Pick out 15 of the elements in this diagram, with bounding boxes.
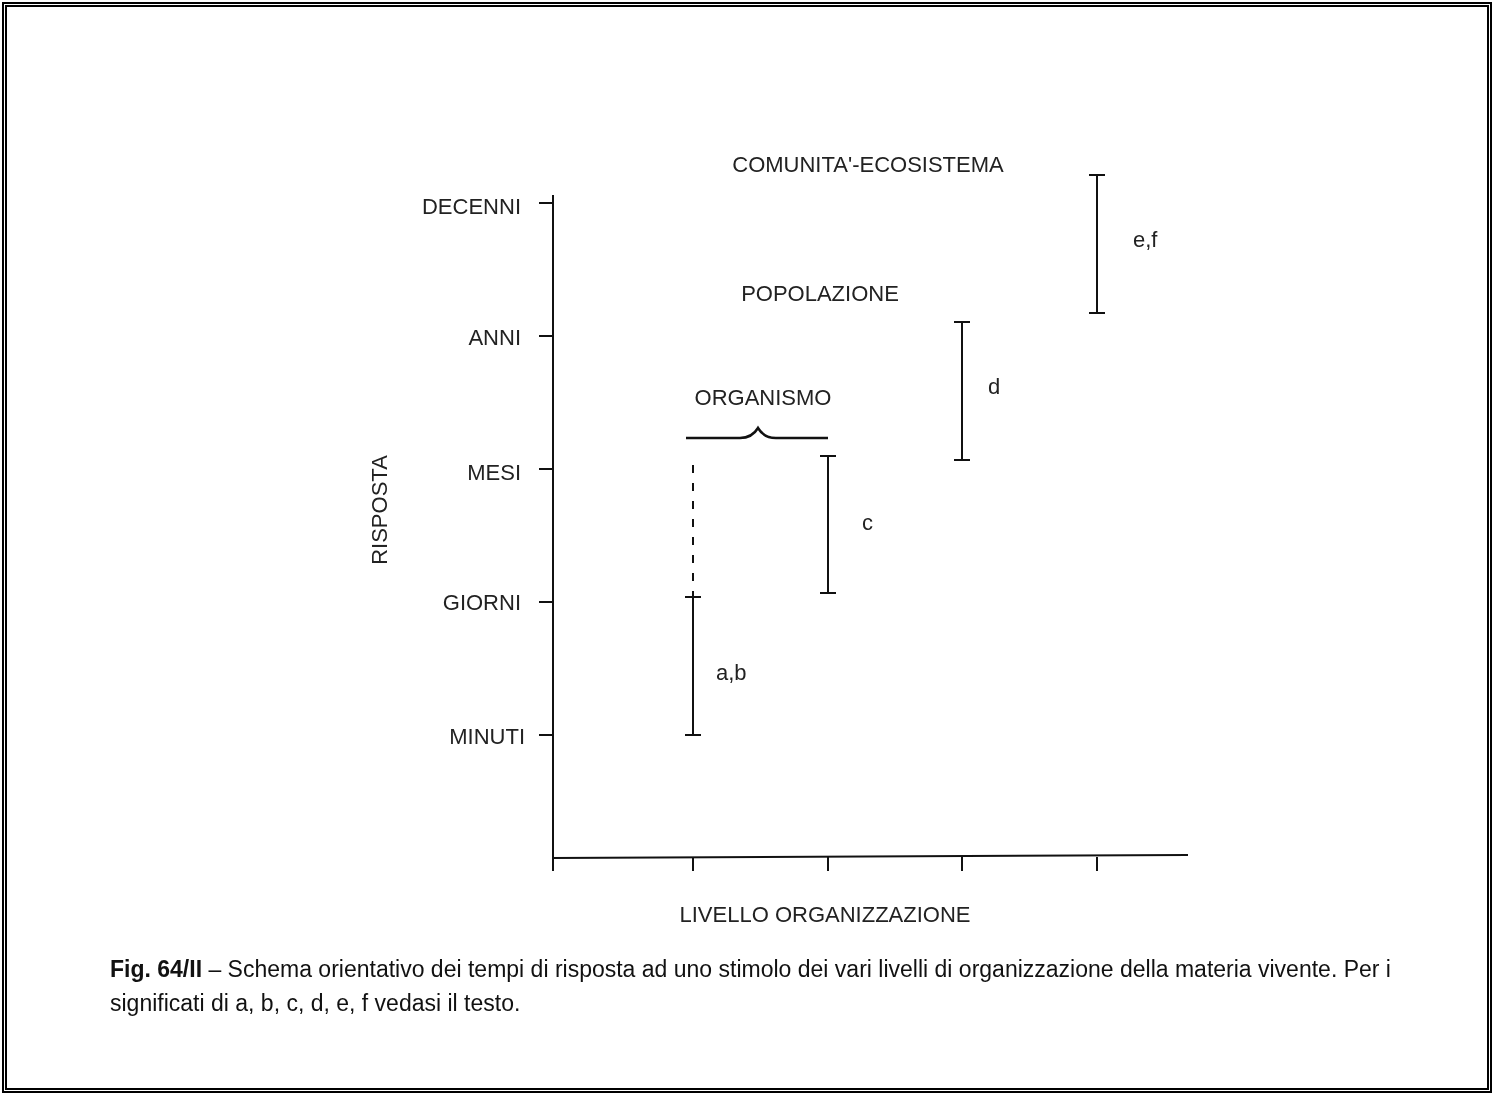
- level-label: POPOLAZIONE: [741, 283, 899, 305]
- level-label: COMUNITA'-ECOSISTEMA: [732, 154, 1004, 176]
- tick-label: DECENNI: [422, 196, 521, 218]
- range-label: e,f: [1133, 229, 1158, 251]
- tick-label: ANNI: [468, 327, 521, 349]
- tick-label: MESI: [467, 462, 521, 484]
- level-label: ORGANISMO: [694, 387, 832, 409]
- figure-caption: Fig. 64/II – Schema orientativo dei tempi di risposta ad uno stimolo dei vari livelli di organizzazione della materia vivente. Per i significati di a, b, c, d, e, f vedasi il testo.: [110, 955, 1392, 1018]
- range-label: c: [862, 512, 873, 534]
- tick-label: MINUTI: [449, 726, 525, 748]
- range-label: a,b: [716, 662, 747, 684]
- range-label: d: [988, 376, 1001, 398]
- axis-title: RISPOSTA: [369, 455, 391, 565]
- tick-label: GIORNI: [442, 592, 521, 614]
- axis-title: LIVELLO ORGANIZZAZIONE: [679, 904, 971, 926]
